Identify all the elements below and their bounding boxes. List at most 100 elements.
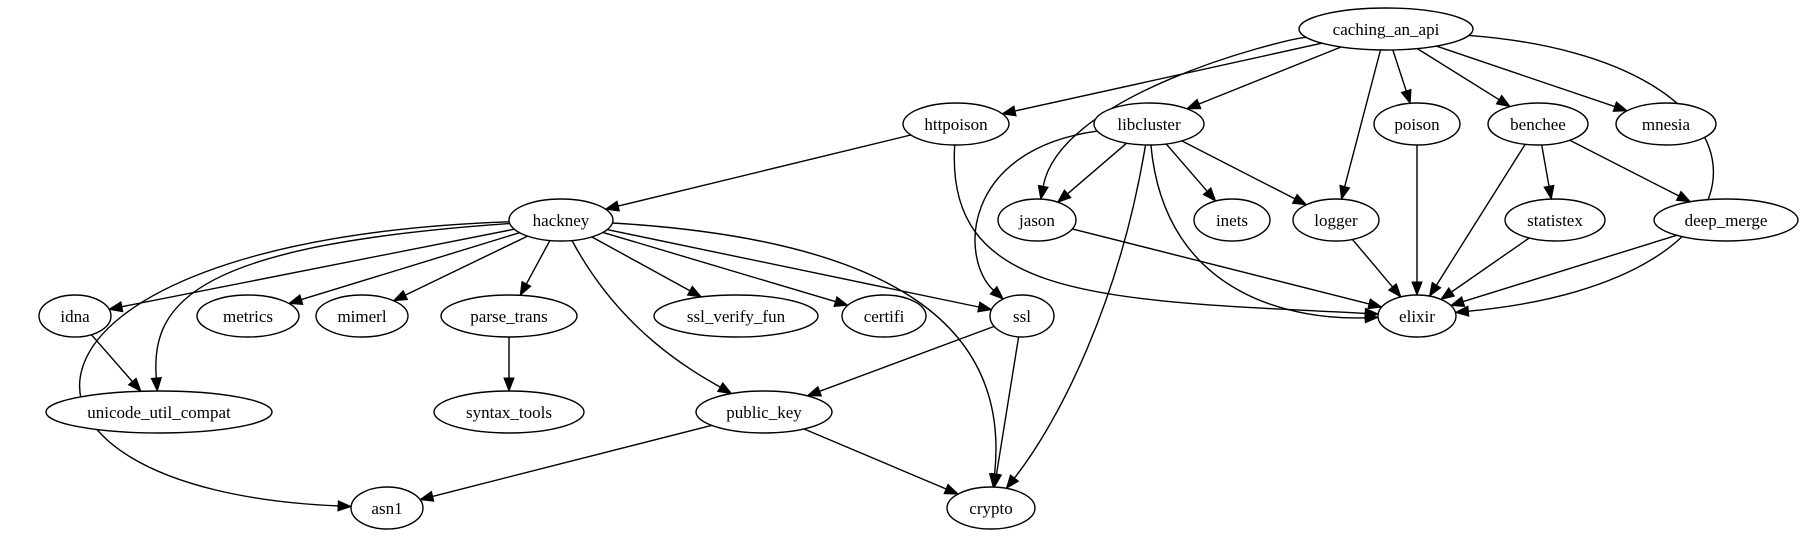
edge-libcluster-to-ssl: [974, 130, 1098, 300]
node-label: certifi: [864, 307, 905, 326]
node-label: mimerl: [337, 307, 386, 326]
edge-line: [1181, 140, 1296, 200]
arrowhead-icon: [806, 385, 823, 397]
edge-caching_an_api-to-mnesia: [1436, 45, 1629, 112]
node-ellipse: [946, 486, 1036, 530]
edge-libcluster-to-jason: [1056, 142, 1128, 204]
node-label: inets: [1216, 211, 1248, 230]
arrowhead-icon: [287, 294, 304, 305]
node-label: mnesia: [1642, 115, 1691, 134]
node-metrics: metrics: [196, 294, 300, 338]
arrowhead-icon: [1428, 281, 1442, 298]
edge-idna-to-unicode_util_compat: [90, 334, 142, 393]
arrowhead-icon: [989, 285, 1005, 300]
node-ssl: ssl: [989, 294, 1055, 338]
edge-hackney-to-idna: [107, 228, 515, 313]
arrowhead-icon: [503, 377, 515, 393]
node-crypto: crypto: [946, 486, 1036, 530]
edge-line: [432, 424, 712, 498]
arrowhead-icon: [1364, 312, 1380, 324]
node-deep_merge: deep_merge: [1653, 198, 1799, 242]
edge-ssl-to-crypto: [990, 336, 1020, 489]
edge-line: [618, 134, 911, 207]
edge-line: [404, 235, 528, 296]
arrowhead-icon: [1037, 184, 1049, 201]
edge-line: [803, 428, 947, 490]
edge-hackney-to-parse_trans: [519, 240, 551, 297]
edge-parse_trans-to-syntax_tools: [503, 337, 515, 393]
edge-line: [1198, 46, 1342, 105]
edge-benchee-to-deep_merge: [1569, 139, 1692, 203]
edge-line: [1435, 143, 1526, 286]
edge-line: [1165, 143, 1208, 192]
node-unicode_util_compat: unicode_util_compat: [45, 390, 273, 434]
node-ellipse: [1487, 102, 1589, 146]
arrowhead-icon: [107, 300, 124, 313]
arrowhead-icon: [1543, 184, 1555, 201]
node-poison: poison: [1373, 102, 1461, 146]
edge-caching_an_api-to-benchee: [1416, 48, 1512, 108]
node-statistex: statistex: [1504, 198, 1606, 242]
edge-logger-to-elixir: [1351, 238, 1402, 298]
arrowhead-icon: [392, 289, 409, 302]
node-libcluster: libcluster: [1093, 102, 1205, 146]
node-ellipse: [350, 486, 424, 530]
edge-line: [612, 222, 997, 475]
node-ellipse: [508, 198, 614, 242]
arrowhead-icon: [519, 280, 532, 297]
node-label: hackney: [533, 211, 590, 230]
arrowhead-icon: [1339, 184, 1351, 201]
node-label: metrics: [223, 307, 273, 326]
node-label: ssl_verify_fun: [687, 307, 786, 326]
edge-benchee-to-statistex: [1541, 144, 1555, 201]
arrowhead-icon: [1612, 101, 1629, 112]
edge-hackney-to-asn1: [79, 221, 510, 512]
edge-line: [1462, 234, 1677, 303]
edge-hackney-to-metrics: [287, 232, 520, 305]
arrowhead-icon: [1400, 88, 1412, 105]
arrowhead-icon: [1439, 287, 1456, 301]
node-ellipse: [433, 390, 585, 434]
edge-ssl-to-public_key: [806, 325, 995, 397]
edge-line: [819, 325, 995, 392]
edge-line: [121, 228, 515, 308]
edge-libcluster-to-inets: [1165, 143, 1217, 203]
arrowhead-icon: [977, 301, 993, 313]
arrowhead-icon: [1291, 193, 1308, 206]
node-label: elixir: [1399, 307, 1435, 326]
node-logger: logger: [1292, 198, 1380, 242]
arrowhead-icon: [686, 285, 703, 298]
edge-line: [1436, 45, 1616, 108]
edge-statistex-to-elixir: [1439, 237, 1530, 301]
edge-line: [90, 334, 133, 382]
edge-line: [525, 240, 551, 285]
node-certifi: certifi: [841, 294, 927, 338]
edge-caching_an_api-to-httpoison: [1000, 42, 1322, 117]
arrowhead-icon: [943, 483, 960, 495]
edge-line: [602, 231, 836, 303]
edge-line: [1416, 48, 1500, 101]
edge-hackney-to-public_key: [571, 240, 733, 395]
edge-line: [1569, 139, 1680, 197]
node-httpoison: httpoison: [902, 102, 1010, 146]
node-ellipse: [1504, 198, 1606, 242]
node-label: unicode_util_compat: [87, 403, 231, 422]
arrowhead-icon: [1449, 296, 1466, 307]
edge-line: [995, 336, 1020, 475]
edges-layer: [79, 34, 1715, 512]
edge-caching_an_api-to-elixir: [1454, 34, 1715, 317]
node-ellipse: [997, 198, 1077, 242]
node-label: public_key: [726, 403, 802, 422]
edge-line: [591, 236, 691, 292]
arrowhead-icon: [716, 381, 733, 395]
node-ellipse: [1298, 7, 1474, 51]
edge-line: [1072, 228, 1370, 305]
arrowhead-icon: [1005, 474, 1020, 490]
node-ellipse: [653, 294, 819, 338]
node-public_key: public_key: [695, 390, 833, 434]
edge-caching_an_api-to-libcluster: [1185, 46, 1342, 110]
edge-line: [155, 222, 510, 379]
edge-line: [607, 228, 979, 308]
